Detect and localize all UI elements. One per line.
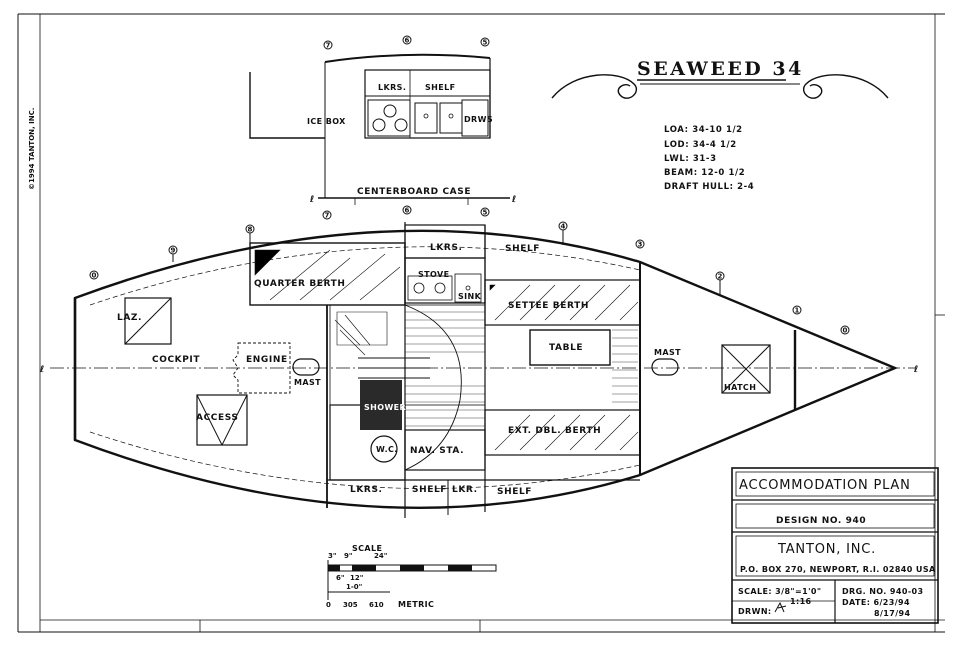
svg-text:12": 12" <box>350 574 363 582</box>
station-markers-plan: 0 9 8 7 6 5 4 3 2 1 0 <box>89 205 850 335</box>
hull-plan <box>50 222 915 518</box>
forward-mast-label: MAST <box>654 348 681 357</box>
boat-name: SEAWEED 34 <box>637 58 804 80</box>
drawing-scale: SCALE: 3/8"=1'0" <box>738 587 821 596</box>
svg-text:0: 0 <box>326 601 331 609</box>
specifications-list: LOA: 34-10 1/2 LOD: 34-4 1/2 LWL: 31-3 B… <box>664 125 754 192</box>
aft-lockers-label: LKRS. <box>350 485 383 495</box>
settee-berth-label: SETTEE BERTH <box>508 301 589 311</box>
access-label: ACCESS <box>196 413 238 423</box>
title-scroll-right-ornament <box>802 74 889 99</box>
cabin-sole-planking <box>405 311 638 427</box>
svg-text:9": 9" <box>344 552 353 560</box>
table-label: TABLE <box>549 343 583 353</box>
revision-date: 8/17/94 <box>874 609 911 618</box>
svg-text:6": 6" <box>336 574 345 582</box>
svg-text:5: 5 <box>483 209 488 217</box>
nav-station-label: NAV. STA. <box>410 446 464 456</box>
svg-text:1: 1 <box>795 307 800 315</box>
drawing-number: DRG. NO. 940-03 <box>842 587 924 596</box>
title-block <box>731 467 939 624</box>
shower-label: SHOWER <box>364 403 406 412</box>
plan-title: ACCOMMODATION PLAN <box>739 478 911 493</box>
svg-text:6: 6 <box>405 207 410 215</box>
centerline-mark: ℓ <box>309 195 315 205</box>
svg-text:7: 7 <box>325 212 330 220</box>
centerline-mark: ℓ <box>913 365 919 375</box>
company-name: TANTON, INC. <box>777 542 876 557</box>
design-number: DESIGN NO. 940 <box>776 516 866 526</box>
lazarette-label: LAZ. <box>117 313 142 323</box>
spec-loa: LOA: 34-10 1/2 <box>664 125 743 135</box>
galley-elevation-detail <box>249 53 510 205</box>
svg-text:8: 8 <box>248 226 253 234</box>
title-scroll-left-ornament <box>551 74 638 99</box>
svg-text:0: 0 <box>92 272 97 280</box>
svg-text:3: 3 <box>638 241 643 249</box>
svg-text:6: 6 <box>405 37 410 45</box>
quarter-berth-label: QUARTER BERTH <box>254 279 346 289</box>
drawn-by-initials <box>774 601 787 613</box>
settee-shelf-label: SHELF <box>497 487 532 497</box>
svg-text:610: 610 <box>369 601 384 609</box>
spec-draft-hull: DRAFT HULL: 2-4 <box>664 182 754 192</box>
drawn-by: DRWN: <box>738 607 772 616</box>
berth-hatching <box>254 249 639 451</box>
scale-title: SCALE <box>352 544 382 553</box>
sheet-border <box>17 13 945 633</box>
spec-lod: LOD: 34-4 1/2 <box>664 140 737 150</box>
galley-shelf-label: SHELF <box>425 83 455 92</box>
spec-beam: BEAM: 12-0 1/2 <box>664 168 745 178</box>
galley-lockers-label: LKRS. <box>378 83 406 92</box>
ext-dbl-berth-label: EXT. DBL. BERTH <box>508 426 601 436</box>
station-markers-elevation: 7 6 5 <box>323 35 490 50</box>
wc-label: W.C. <box>376 445 398 454</box>
spec-lwl: LWL: 31-3 <box>664 154 717 164</box>
aft-mast-label: MAST <box>294 378 321 387</box>
forward-shelf-label: SHELF <box>505 244 540 254</box>
svg-text:305: 305 <box>343 601 358 609</box>
svg-text:24": 24" <box>374 552 387 560</box>
centerline-mark: ℓ <box>39 365 45 375</box>
engine-label: ENGINE <box>246 355 288 365</box>
stove-label: STOVE <box>418 270 449 279</box>
svg-text:5: 5 <box>483 39 488 47</box>
ice-box-label: ICE BOX <box>307 117 346 126</box>
svg-text:3": 3" <box>328 552 337 560</box>
centerline-mark: ℓ <box>511 195 517 205</box>
svg-text:4: 4 <box>561 223 566 231</box>
locker-label: LKR. <box>452 485 478 495</box>
svg-text:7: 7 <box>326 42 331 50</box>
drawing-date: DATE: 6/23/94 <box>842 598 910 607</box>
boat-title: SEAWEED 34 <box>551 58 889 99</box>
copyright-notice: ©1994 TANTON, INC. <box>28 108 36 190</box>
scale-ratio: 1:16 <box>790 597 812 606</box>
centerboard-case-label: CENTERBOARD CASE <box>357 187 471 197</box>
hatch-label: HATCH <box>724 383 756 392</box>
svg-text:2: 2 <box>718 273 723 281</box>
sink-label: SINK <box>458 292 482 301</box>
svg-text:0: 0 <box>843 327 848 335</box>
cockpit-label: COCKPIT <box>152 355 200 365</box>
svg-text:9: 9 <box>171 247 176 255</box>
head-shelf-label: SHELF <box>412 485 447 495</box>
scale-bar: SCALE 3" 9" 24" 6" 12" 1-0" 0 305 610 ME… <box>326 544 497 609</box>
drawers-label: DRWS <box>464 115 493 124</box>
company-address: P.O. BOX 270, NEWPORT, R.I. 02840 USA <box>740 565 936 574</box>
metric-label: METRIC <box>398 600 434 609</box>
svg-text:1-0": 1-0" <box>346 583 362 591</box>
forward-lockers-label: LKRS. <box>430 243 463 253</box>
